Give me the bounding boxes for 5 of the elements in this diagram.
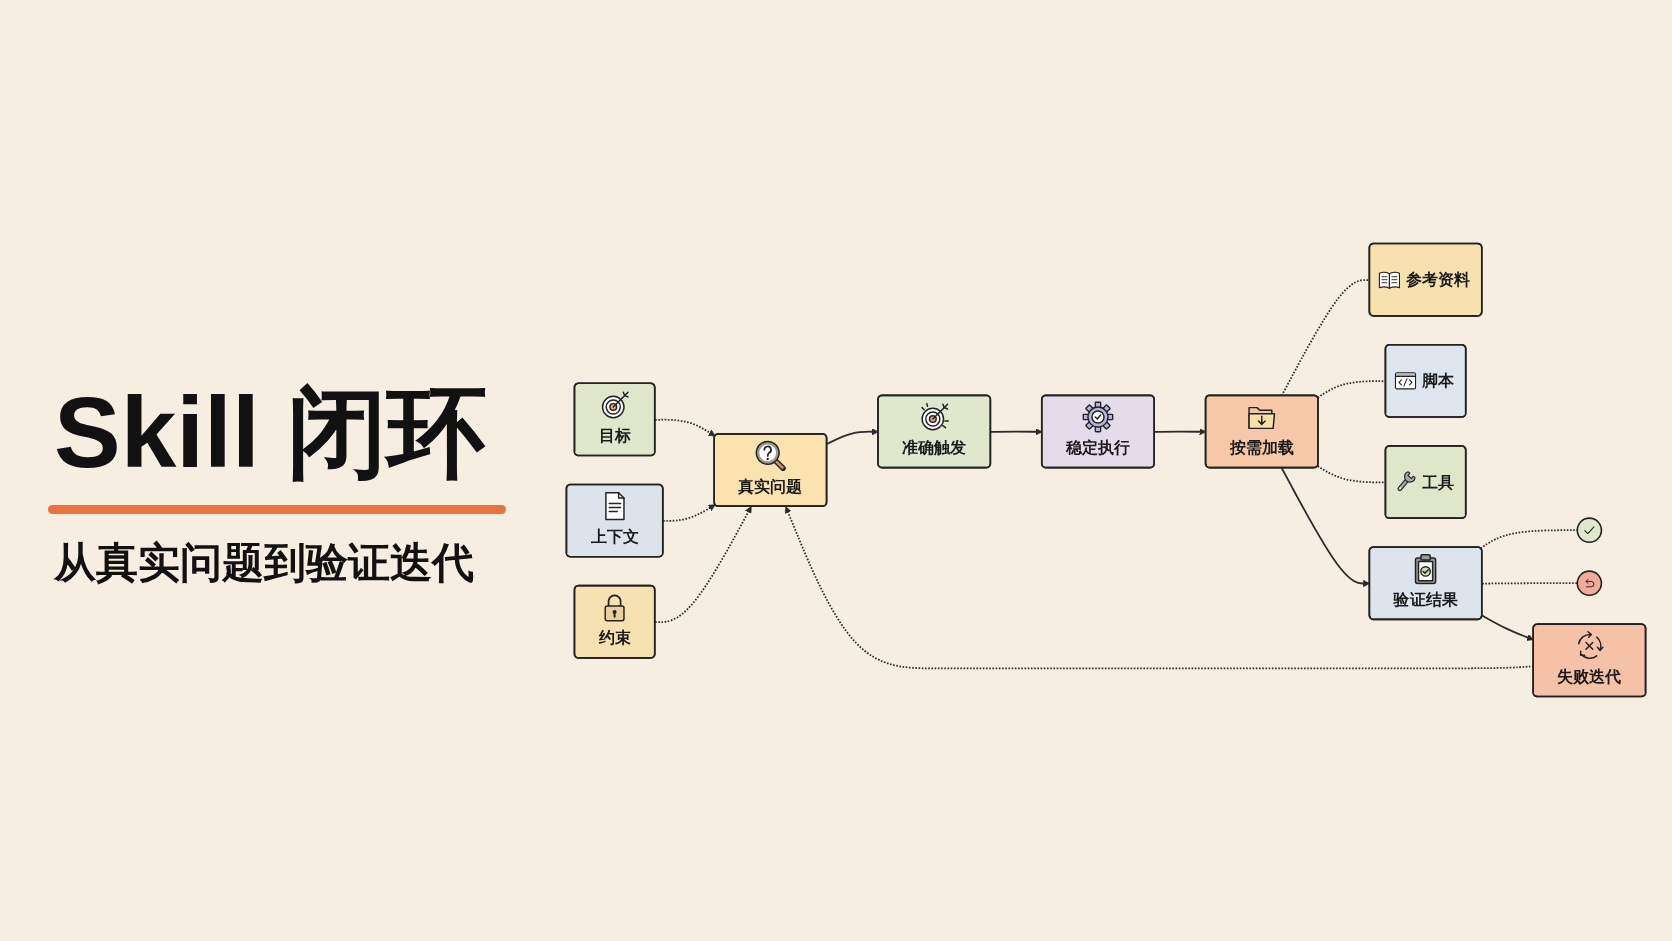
subtitle: 从真实问题到验证迭代 xyxy=(54,538,474,589)
title: Skill 闭环 xyxy=(54,380,488,485)
arrow xyxy=(1481,614,1534,641)
node-circle xyxy=(1576,517,1603,544)
node-circle xyxy=(1576,570,1603,597)
